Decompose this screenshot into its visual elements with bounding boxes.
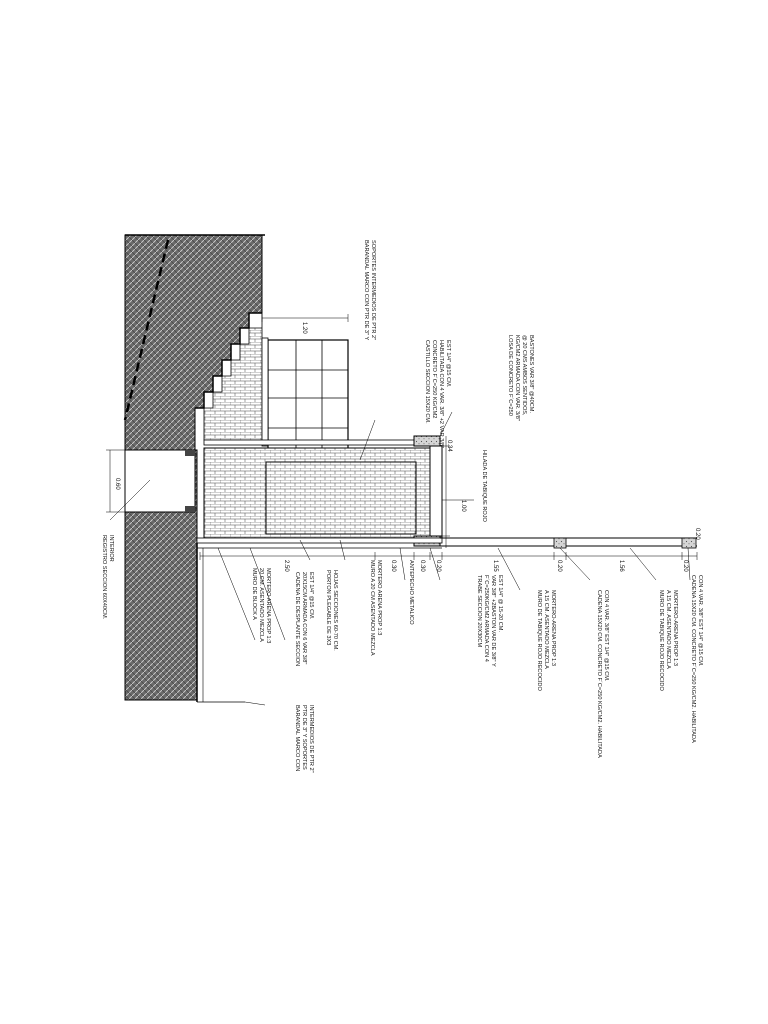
svg-text:INTERMEDIOS DE PTR 2": INTERMEDIOS DE PTR 2" [308,705,314,773]
label-muro-tabique: MURO DE TABIQUE ROJO RECOCIDO A 15 CM. A… [536,590,556,691]
svg-text:CON 4 VAR. 3/8" EST 1/4" @15 C: CON 4 VAR. 3/8" EST 1/4" @15 CM. [603,590,609,682]
label-barandal-top: BARANDAL MARCO CON PTR DE 3" Y SOPORTES … [363,240,376,340]
svg-text:A 15 CM. ASENTADO MEZCLA: A 15 CM. ASENTADO MEZCLA [543,590,549,669]
svg-text:HILADA DE TABIQUE ROJO: HILADA DE TABIQUE ROJO [481,450,487,523]
svg-text:SOPORTES INTERMEDIOS DE PTR 2": SOPORTES INTERMEDIOS DE PTR 2" [370,240,376,340]
svg-text:CADENA 15X20 CM. CONCRETO F´C=: CADENA 15X20 CM. CONCRETO F´C=250 KG/CM2… [690,575,696,743]
svg-text:@ 20 CMS AMBOS SENTIDOS,: @ 20 CMS AMBOS SENTIDOS, [521,335,527,416]
long-slab [440,537,697,547]
svg-text:F´C=250KG/CM2 ARMADA CON 4: F´C=250KG/CM2 ARMADA CON 4 [483,575,489,662]
label-muro-block: MURO DE BLOCK A 20 CM. ASENTADO MEZCLA M… [251,568,271,643]
dim-156: 1.56 [618,560,624,572]
castillo [203,439,415,446]
svg-text:MURO DE TABIQUE ROJO RECOCIDO: MURO DE TABIQUE ROJO RECOCIDO [536,590,542,691]
dim-020d: 0.20 [694,528,700,540]
svg-text:CADENA DE DESPLANTE SECCION: CADENA DE DESPLANTE SECCION [294,572,300,666]
label-hilada: HILADA DE TABIQUE ROJO [481,450,487,523]
svg-text:CONCRETO F´C=250 KG/CM2: CONCRETO F´C=250 KG/CM2 [431,340,437,418]
cadena-2 [681,537,697,549]
svg-text:BARANDAL MARCO CON PTR DE 3" Y: BARANDAL MARCO CON PTR DE 3" Y [363,240,369,340]
svg-text:CON 4 VAR. 3/8" EST 1/4" @15 C: CON 4 VAR. 3/8" EST 1/4" @15 CM. [697,575,703,667]
svg-text:HABILITADA CON 4 VAR. 3/8" +2: HABILITADA CON 4 VAR. 3/8" +2 VAR 3/8" [438,340,444,448]
stair-block [203,313,263,441]
svg-text:CASTILLO SECCION 15X20 CM.: CASTILLO SECCION 15X20 CM. [424,340,430,424]
svg-text:EST 1/4" @15 CM.: EST 1/4" @15 CM. [308,572,314,620]
label-cadena15: CADENA 15X20 CM. CONCRETO F´C=250 KG/CM2… [596,590,609,758]
label-trabe: TRABE SECCION 20X30CM F´C=250KG/CM2 ARMA… [476,575,503,667]
svg-text:MURO A 20 CM ASENTADO MEZCLA: MURO A 20 CM ASENTADO MEZCLA [369,560,375,656]
svg-text:A 15 CM. ASENTADO MEZCLA: A 15 CM. ASENTADO MEZCLA [665,590,671,669]
svg-text:LOSA DE CONCRETO F´C=250: LOSA DE CONCRETO F´C=250 [507,335,513,416]
label-barandal-bottom: BARANDAL MARCO CON PTR DE 3" Y SOPORTES … [294,705,314,773]
svg-text:INTERIOR: INTERIOR [108,535,114,562]
svg-text:BASTONES VAR 3/8" @40CM.: BASTONES VAR 3/8" @40CM. [528,335,534,413]
svg-text:KG/CM2 ARMADA CON VAR. 3/8": KG/CM2 ARMADA CON VAR. 3/8" [514,335,520,421]
svg-text:PORTON PLEGABLE DE 3X3: PORTON PLEGABLE DE 3X3 [325,570,331,645]
cadena-desplante [196,537,443,544]
label-castillo: CASTILLO SECCION 15X20 CM. CONCRETO F´C=… [424,340,451,448]
dim-100: 1.00 [460,500,466,512]
svg-text:MORTERO ARENA PROP 1:3: MORTERO ARENA PROP 1:3 [265,568,271,643]
dim-020c: 0.20 [682,560,688,572]
label-cadena-top: CADENA 15X20 CM. CONCRETO F´C=250 KG/CM2… [690,575,703,743]
trabe-top [413,435,441,447]
dim-030b: 0.30 [419,560,425,572]
svg-text:MORTERO-ARENA PROP 1:3: MORTERO-ARENA PROP 1:3 [672,590,678,666]
svg-text:REGISTRO SECCION 60X40CM.: REGISTRO SECCION 60X40CM. [101,535,107,620]
svg-text:PTR DE 3" Y SOPORTES: PTR DE 3" Y SOPORTES [301,705,307,770]
label-muro-recocido: MURO DE TABIQUE ROJO RECOCIDO A 15 CM. A… [658,590,678,691]
svg-text:MORTERO ARENA PROP 1:3: MORTERO ARENA PROP 1:3 [376,560,382,635]
svg-text:MURO DE TABIQUE ROJO RECOCIDO: MURO DE TABIQUE ROJO RECOCIDO [658,590,664,691]
dashed-line [123,239,170,421]
svg-text:CADENA 15X20 CM. CONCRETO F´C=: CADENA 15X20 CM. CONCRETO F´C=250 KG/CM2… [596,590,602,758]
cadena-1 [553,537,567,549]
label-antepecho: ANTEPECHO METALICO [408,560,414,625]
registro-box [124,449,196,513]
column-right [429,445,443,537]
dim-030a: 0.30 [390,560,396,572]
dim-120: 1.20 [301,322,307,334]
label-porton: PORTON PLEGABLE DE 3X3 HOJAS SECCIONES 6… [325,570,338,651]
svg-text:20X15CM ARMADA CON 6 VAR 3/8": 20X15CM ARMADA CON 6 VAR 3/8" [301,572,307,664]
svg-text:ANTEPECHO METALICO: ANTEPECHO METALICO [408,560,414,625]
svg-text:MORTERO-ARENA PROP 1:3: MORTERO-ARENA PROP 1:3 [550,590,556,666]
svg-text:EST 1/4" @ 15-20 CM.: EST 1/4" @ 15-20 CM. [497,575,503,632]
svg-text:HOJAS SECCIONES 60-70 CM.: HOJAS SECCIONES 60-70 CM. [332,570,338,651]
svg-text:MURO DE BLOCK A: MURO DE BLOCK A [251,568,257,620]
stair-outline [195,312,262,409]
dim-020a: 0.20 [435,560,441,572]
svg-text:VAR 3/8" +2BASTON VAR DE 3/8": VAR 3/8" +2BASTON VAR DE 3/8" Y [490,575,496,667]
dim-034: 0.34 [446,440,452,452]
dim-020b: 0.20 [556,560,562,572]
dim-155: 1.55 [492,560,498,572]
muro-20 [265,461,417,535]
label-losa: LOSA DE CONCRETO F´C=250 KG/CM2 ARMADA C… [507,335,534,421]
label-cadena-desplante: CADENA DE DESPLANTE SECCION 20X15CM ARMA… [294,572,314,666]
label-muro20: MURO A 20 CM ASENTADO MEZCLA MORTERO ARE… [369,560,382,656]
dim-250: 2.50 [283,560,289,572]
svg-text:BARANDAL MARCO CON: BARANDAL MARCO CON [294,705,300,771]
svg-text:20 CM. ASENTADO MEZCLA: 20 CM. ASENTADO MEZCLA [258,568,264,642]
dim-060: 0.60 [114,478,120,490]
svg-text:EST 1/4" @15 CM.: EST 1/4" @15 CM. [445,340,451,388]
svg-text:TRABE SECCION 20X30CM: TRABE SECCION 20X30CM [476,575,482,647]
label-registro: REGISTRO SECCION 60X40CM. INTERIOR [101,535,114,620]
